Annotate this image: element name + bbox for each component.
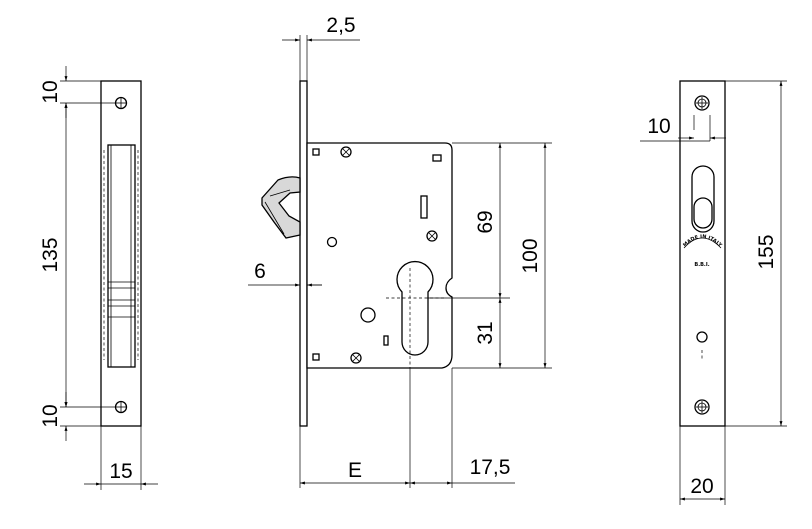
dim-backset: E [348,459,362,482]
dim-left-width: 15 [109,460,132,483]
right-bottom-screw-hole [694,399,710,415]
dim-right-top-hole: 10 [647,115,670,138]
case-screw-1 [340,146,352,158]
dim-left-bottom-hole: 10 [39,404,62,427]
case-screw-2 [350,352,362,364]
right-bolt-slot [691,165,715,233]
left-bolt-slot [107,144,136,368]
middle-lock-body-view: 2,5 6 E 17,5 69 31 100 [248,14,552,488]
right-top-screw-hole [694,95,710,111]
dim-faceplate-thickness: 2,5 [326,14,355,37]
dim-height-31: 31 [474,321,497,344]
dim-height-100: 100 [519,238,542,273]
dim-right-height: 155 [755,234,778,269]
lock-case [306,142,453,369]
cylinder-hole [396,260,434,356]
dim-bolt-offset: 6 [254,260,266,283]
right-faceplate [679,80,726,427]
hook-bolt [261,176,301,239]
svg-text:B.B.I.: B.B.I. [694,262,709,268]
right-faceplate-view: MADE IN ITALY B.B.I. 10 155 20 [640,80,787,505]
dim-left-height: 135 [39,237,62,272]
left-side-view: 10 135 10 15 [39,66,158,490]
dim-right-width: 20 [690,475,713,498]
dim-height-69: 69 [474,210,497,233]
dim-left-top-hole: 10 [39,80,62,103]
middle-faceplate [299,80,308,427]
dim-case-offset: 17,5 [470,456,511,479]
case-screw-3 [426,230,438,242]
